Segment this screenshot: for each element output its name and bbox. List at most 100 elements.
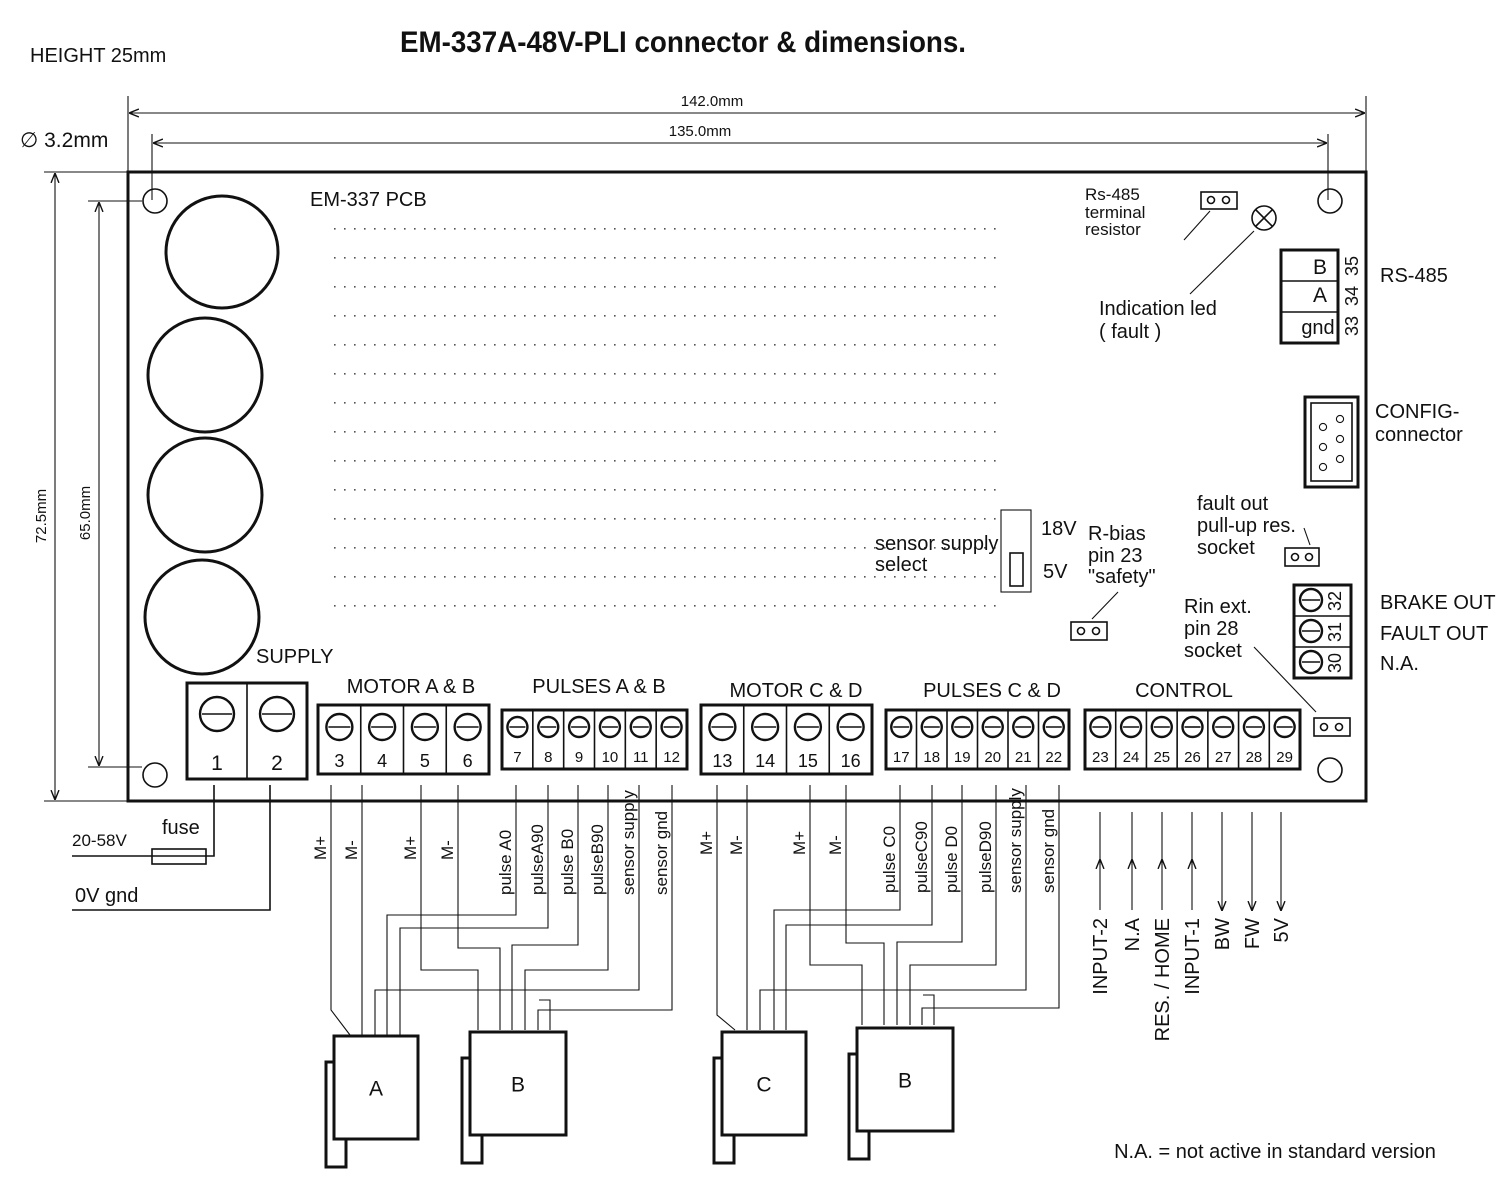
- pulses-ab-wire-label-3: pulseB90: [588, 824, 607, 895]
- terminal-supply-pin-1: 1: [211, 752, 223, 775]
- terminal-pulses-cd-pin-17: 17: [893, 749, 910, 766]
- fault-out-label: FAULT OUT: [1380, 623, 1488, 645]
- rs485-term-line-2: terminal: [1085, 203, 1145, 222]
- capacitor-3: [146, 436, 264, 554]
- motor-cd-wire-label-2: M+: [790, 831, 809, 855]
- rs485-row-gnd: gnd: [1301, 317, 1334, 339]
- motor-2: B: [460, 1030, 568, 1165]
- fault-pullup-line-1: fault out: [1197, 493, 1269, 515]
- config-line-1: CONFIG-: [1375, 401, 1459, 423]
- terminal-pulses-ab-pin-8: 8: [544, 749, 552, 766]
- terminal-pulses-ab-pin-10: 10: [602, 749, 619, 766]
- pulses-ab-wire-label-1: pulseA90: [528, 824, 547, 895]
- pulses-ab-wire-label-0: pulse A0: [496, 830, 515, 895]
- group-control: CONTROL: [1135, 680, 1233, 702]
- terminal-motor-ab-pin-5: 5: [420, 751, 430, 771]
- rbias-line-1: R-bias: [1088, 523, 1146, 545]
- motor-cd-wire-label-1: M-: [727, 835, 746, 855]
- terminal-pulses-cd-pin-19: 19: [954, 749, 971, 766]
- terminal-pulses-ab: 7 8 9 10 11 12: [500, 708, 689, 771]
- rs485-label: RS-485: [1380, 265, 1448, 287]
- motor-3: C: [712, 1030, 808, 1165]
- rin-line-3: socket: [1184, 640, 1242, 662]
- brake-fault-connector: [1292, 583, 1353, 680]
- pulses-cd-wire-label-4: sensor supply: [1006, 788, 1025, 893]
- mounting-hole-bottom-right: [1317, 757, 1343, 783]
- hole-diameter-note: ∅ 3.2mm: [20, 129, 108, 152]
- pcb-label: EM-337 PCB: [310, 189, 427, 211]
- group-pulses-ab: PULSES A & B: [532, 676, 665, 698]
- motor-label-4: B: [898, 1070, 912, 1093]
- rs485-term-line-3: resistor: [1085, 220, 1141, 239]
- terminal-pulses-cd-pin-20: 20: [984, 749, 1001, 766]
- terminal-control-pin-23: 23: [1092, 749, 1109, 766]
- pulses-cd-wire-label-1: pulseC90: [912, 821, 931, 893]
- pulses-ab-wire-label-4: sensor supply: [619, 790, 638, 895]
- gnd-label: 0V gnd: [75, 885, 138, 907]
- rbias-line-3: "safety": [1088, 566, 1156, 588]
- rin-socket: [1253, 646, 1351, 737]
- motor-ab-wire-label-2: M+: [401, 836, 420, 860]
- terminal-pulses-ab-pin-9: 9: [575, 749, 583, 766]
- rs485-row-a: A: [1313, 284, 1327, 307]
- motor-ab-wire-label-1: M-: [342, 840, 361, 860]
- right-pin-32: 32: [1325, 591, 1345, 611]
- indication-led-line-2: ( fault ): [1099, 321, 1161, 343]
- control-wire-label-5: FW: [1242, 918, 1264, 949]
- capacitor-1: [164, 194, 280, 310]
- sensor-select-line-2: select: [875, 554, 928, 576]
- pulses-cd-wire-label-2: pulse D0: [942, 826, 961, 893]
- rs485-row-b: B: [1313, 256, 1327, 279]
- control-wire-label-1: N.A: [1122, 917, 1144, 951]
- pulses-ab-wire-label-5: sensor gnd: [652, 811, 671, 895]
- voltage-18v: 18V: [1041, 518, 1077, 540]
- sensor-select-line-1: sensor supply: [875, 533, 998, 555]
- terminal-pulses-ab-pin-7: 7: [513, 749, 521, 766]
- supply-wiring: [72, 785, 271, 911]
- group-motor-cd: MOTOR C & D: [730, 680, 863, 702]
- width-inner-dimension: 135.0mm: [669, 123, 732, 140]
- na-label: N.A.: [1380, 653, 1419, 675]
- terminal-pulses-cd-pin-18: 18: [923, 749, 940, 766]
- terminal-supply-pin-2: 2: [271, 752, 283, 775]
- terminal-pulses-cd-pin-21: 21: [1015, 749, 1032, 766]
- motor-cd-wire-label-0: M+: [697, 831, 716, 855]
- pulses-cd-wire-label-0: pulse C0: [880, 826, 899, 893]
- height-inner-dimension: 65.0mm: [77, 486, 94, 540]
- control-wire-label-3: INPUT-1: [1182, 918, 1204, 995]
- motor-ab-wire-label-3: M-: [438, 840, 457, 860]
- terminal-pulses-ab-pin-12: 12: [663, 749, 680, 766]
- diagram-title: EM-337A-48V-PLI connector & dimensions.: [400, 26, 966, 59]
- indication-led-icon: [1189, 205, 1277, 295]
- sensor-supply-jumper: [1000, 509, 1032, 593]
- terminal-control-pin-25: 25: [1153, 749, 1170, 766]
- terminal-motor-cd-pin-13: 13: [712, 751, 732, 771]
- motor-label-2: B: [511, 1074, 525, 1097]
- fault-pullup-line-3: socket: [1197, 537, 1255, 559]
- control-wire-label-2: RES. / HOME: [1152, 918, 1174, 1041]
- pulses-cd-wire-label-5: sensor gnd: [1039, 809, 1058, 893]
- capacitor-2: [146, 316, 264, 434]
- terminal-control-pin-24: 24: [1123, 749, 1140, 766]
- rbias-line-2: pin 23: [1088, 545, 1143, 567]
- fault-pullup-line-2: pull-up res.: [1197, 515, 1296, 537]
- group-supply: SUPPLY: [256, 646, 333, 668]
- terminal-pulses-ab-pin-11: 11: [633, 749, 649, 766]
- motor-4: B: [847, 1026, 955, 1161]
- rs485-pin-33: 33: [1342, 316, 1362, 336]
- capacitor-4: [143, 558, 261, 676]
- control-wire-label-6: 5V: [1271, 917, 1293, 942]
- control-wire-label-0: INPUT-2: [1090, 918, 1112, 995]
- terminal-motor-ab-pin-4: 4: [377, 751, 387, 771]
- rs485-connector: [1279, 248, 1340, 345]
- group-motor-ab: MOTOR A & B: [347, 676, 476, 698]
- right-pin-31: 31: [1325, 622, 1345, 642]
- rin-line-1: Rin ext.: [1184, 596, 1252, 618]
- config-connector: [1303, 395, 1360, 489]
- rs485-term-line-1: Rs-485: [1085, 185, 1140, 204]
